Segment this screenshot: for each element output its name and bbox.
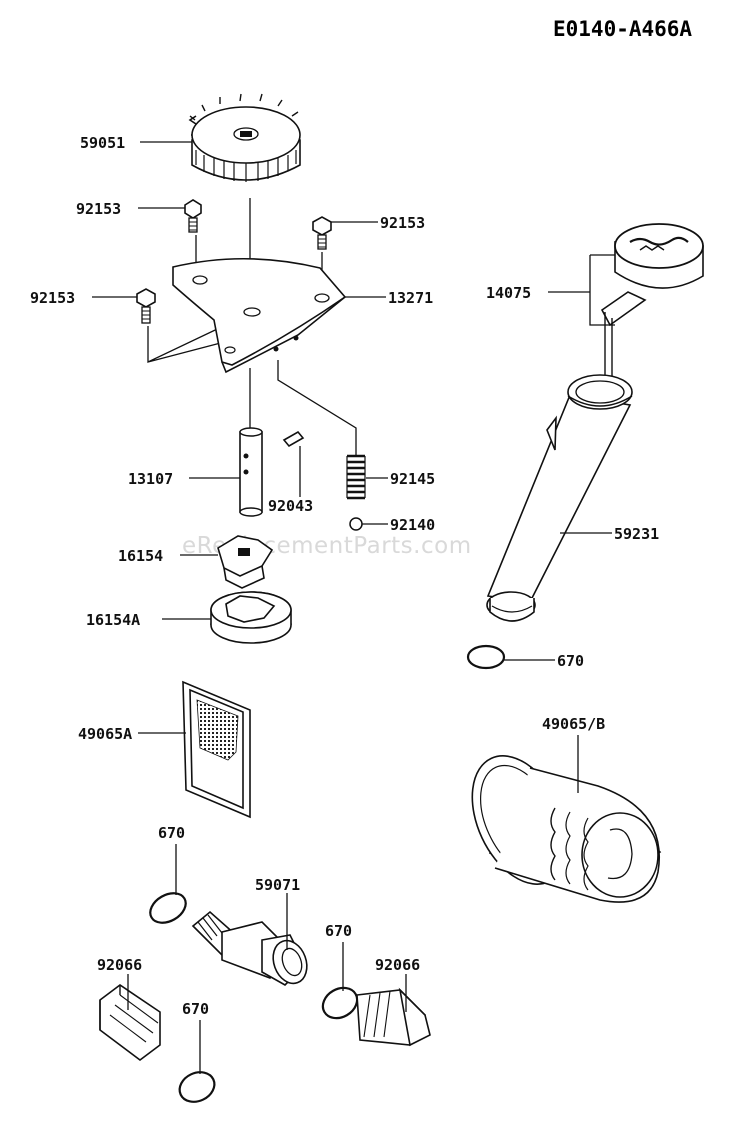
- label-670-d: 670: [182, 1000, 209, 1018]
- o-ring-670-b: [149, 892, 187, 924]
- gear-59051: [188, 93, 301, 182]
- bolt-92153-a: [184, 199, 202, 233]
- outer-rotor-16154A: [210, 591, 292, 644]
- bolt-92153-b: [312, 216, 332, 250]
- label-92066-b: 92066: [375, 956, 420, 974]
- drain-plug-92066-b: [356, 987, 431, 1047]
- spring-92145: [346, 454, 366, 500]
- label-16154A: 16154A: [86, 611, 140, 629]
- pin-92043: [282, 430, 305, 448]
- label-92153-a: 92153: [76, 200, 121, 218]
- oil-filler-tube-59231: [486, 374, 633, 622]
- oil-filter-49065B: [471, 755, 662, 903]
- label-92153-b: 92153: [380, 214, 425, 232]
- label-670-b: 670: [158, 824, 185, 842]
- label-59231: 59231: [614, 525, 659, 543]
- o-ring-670-d: [178, 1071, 216, 1103]
- label-670-a: 670: [557, 652, 584, 670]
- label-13107: 13107: [128, 470, 173, 488]
- label-59071: 59071: [255, 876, 300, 894]
- bolt-92153-c: [136, 288, 156, 324]
- label-92066-a: 92066: [97, 956, 142, 974]
- label-13271: 13271: [388, 289, 433, 307]
- diagram-code: E0140-A466A: [553, 17, 692, 41]
- oil-screen-49065A: [182, 680, 251, 819]
- inner-rotor-16154: [217, 535, 274, 589]
- label-92043: 92043: [268, 497, 313, 515]
- oil-filter-fitting-59071: [191, 910, 308, 986]
- label-59051: 59051: [80, 134, 125, 152]
- label-92145: 92145: [390, 470, 435, 488]
- o-ring-670-c: [321, 986, 359, 1020]
- label-16154: 16154: [118, 547, 163, 565]
- label-49065A: 49065A: [78, 725, 132, 743]
- o-ring-670-a: [466, 644, 506, 670]
- label-92153-c: 92153: [30, 289, 75, 307]
- shaft-13107: [239, 427, 263, 517]
- ball-92140: [349, 517, 363, 531]
- drain-plug-92066-a: [99, 984, 161, 1061]
- label-92140: 92140: [390, 516, 435, 534]
- cover-plate-13271: [172, 257, 347, 374]
- dipstick-14075: [600, 223, 704, 400]
- label-49065B: 49065/B: [542, 715, 605, 733]
- label-14075: 14075: [486, 284, 531, 302]
- label-670-c: 670: [325, 922, 352, 940]
